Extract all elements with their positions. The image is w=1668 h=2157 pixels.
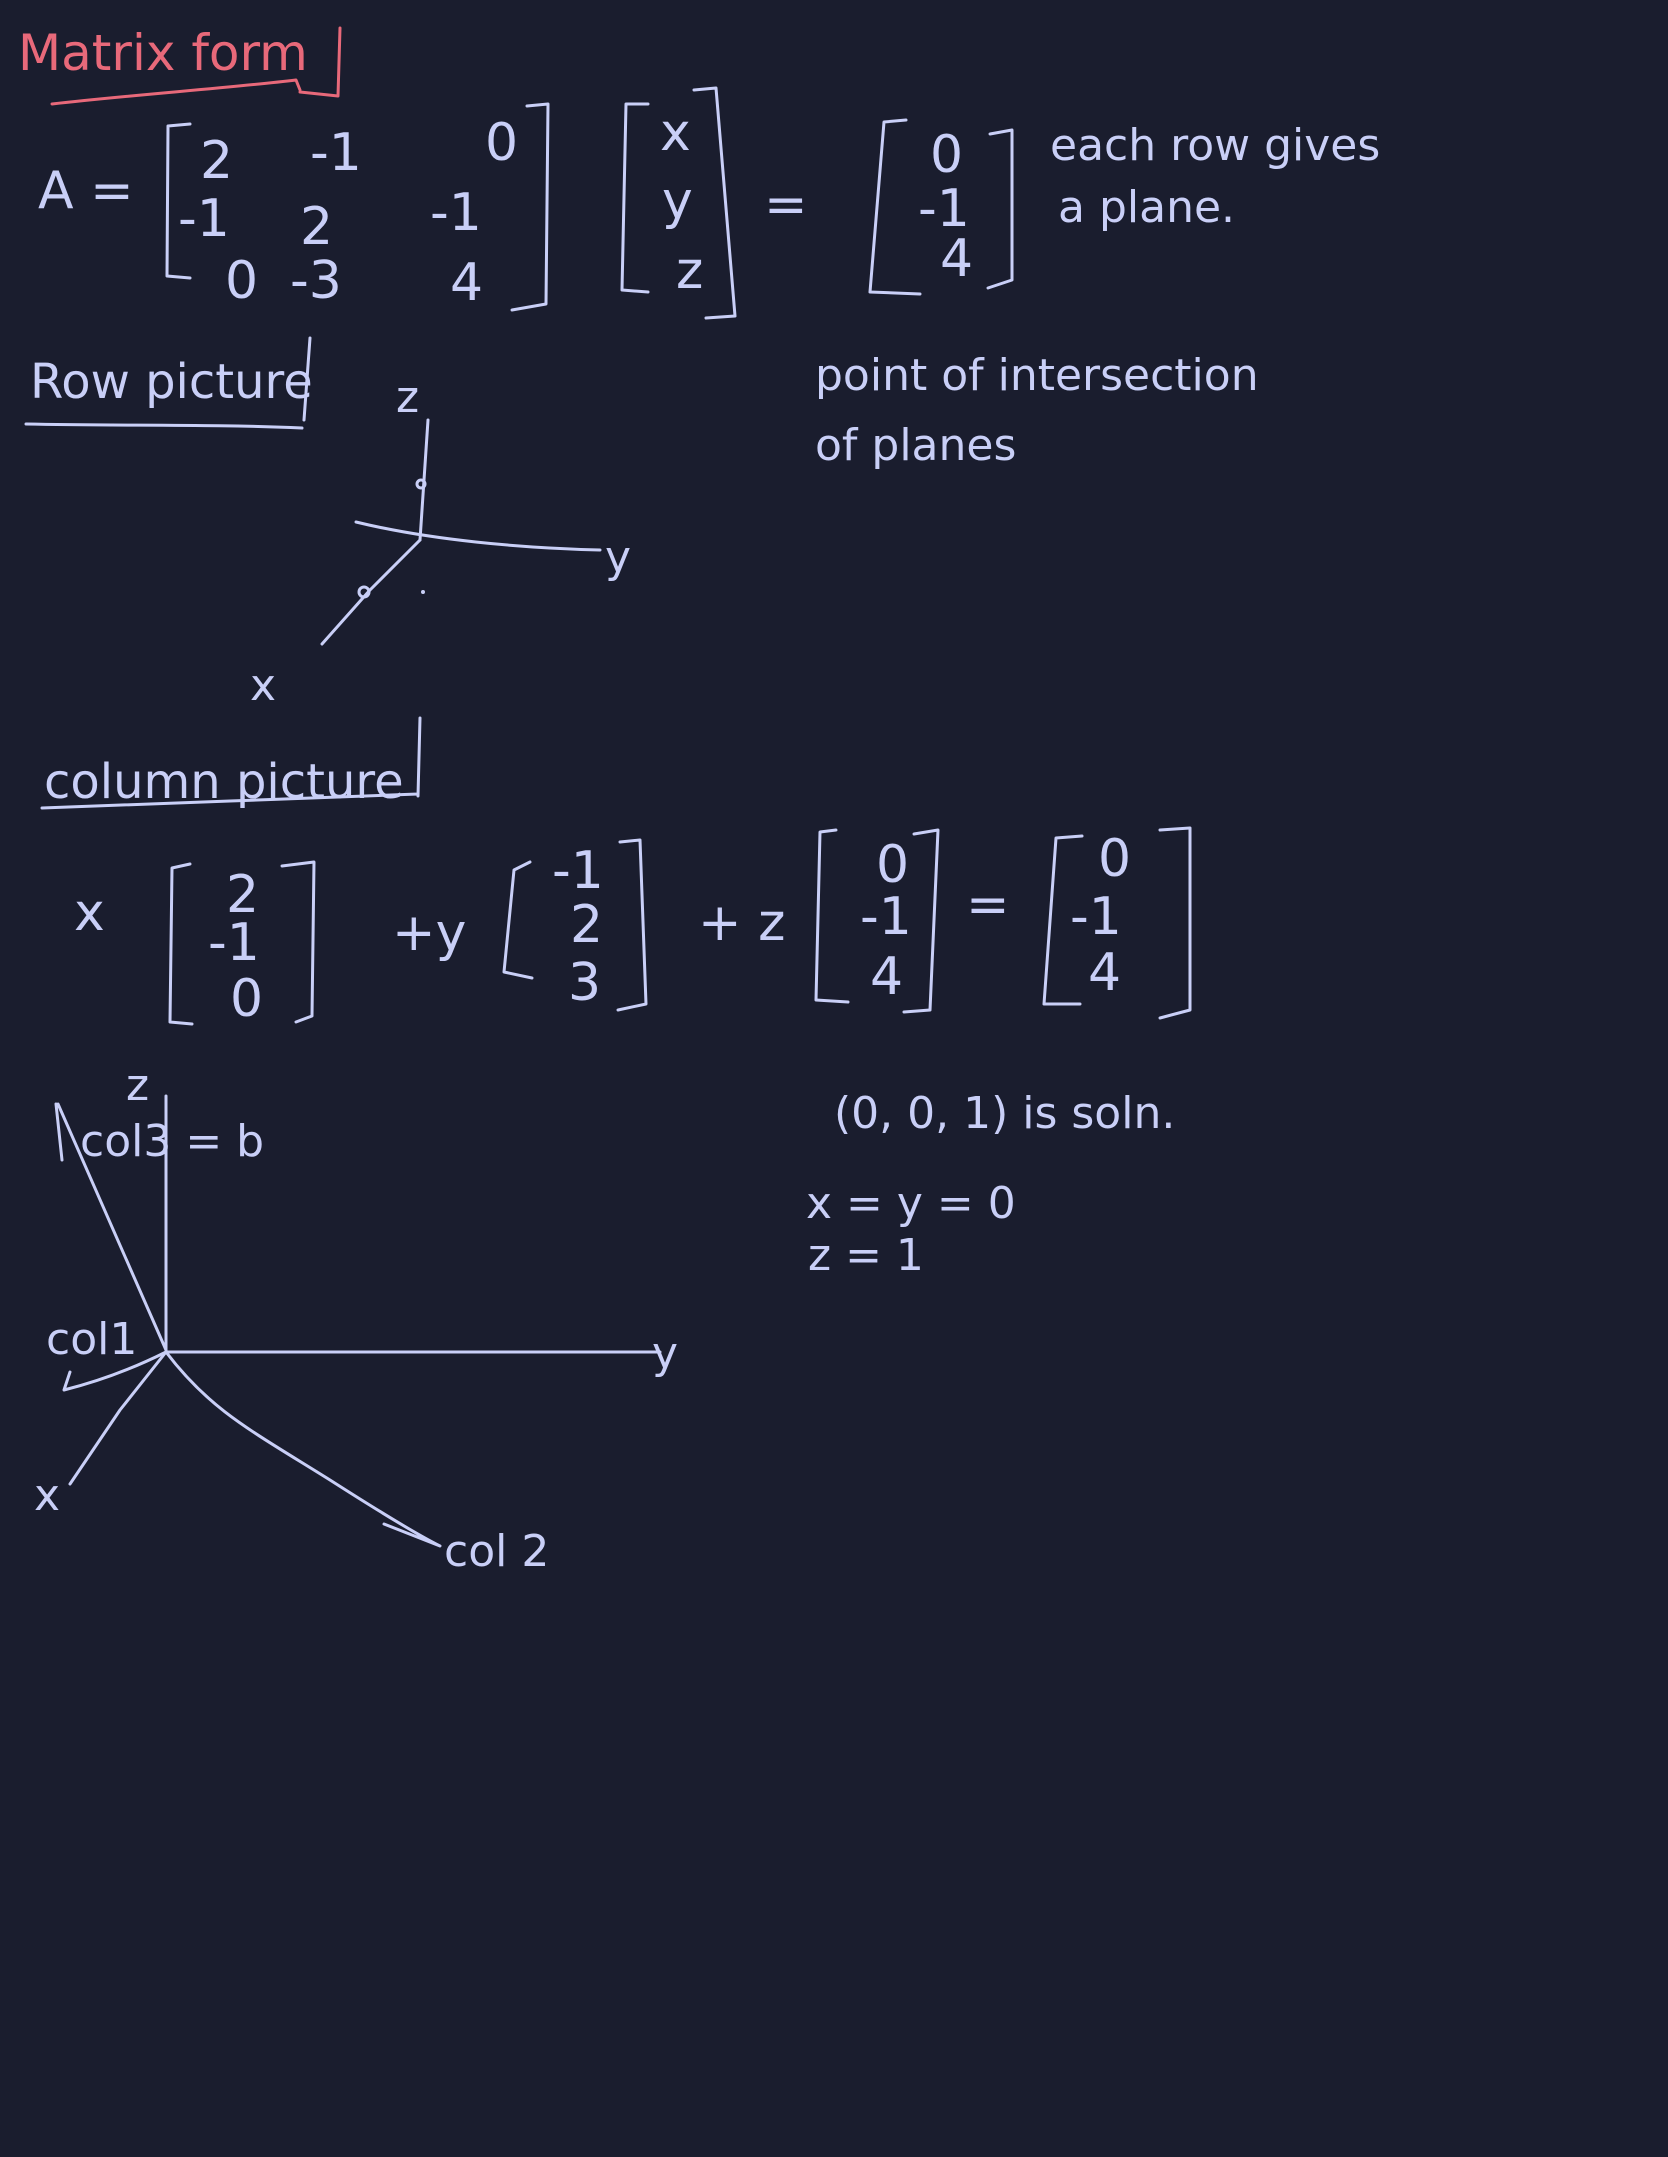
matrix-a23: -1 [430,183,482,243]
col2-left-bracket [502,860,534,980]
row-picture-title: Row picture [30,354,313,410]
matrix-a12: -1 [310,123,362,183]
col3-right-bracket [902,828,940,1014]
matrix-a32: -3 [290,251,342,311]
row-notes: each row gives a plane. point of interse… [815,120,1380,471]
matrix-right-bracket [510,102,550,312]
col1-right-bracket [280,860,316,1024]
matrix-a22: 2 [300,197,333,257]
note-of-planes: of planes [815,420,1016,471]
row-axis-z-label: z [396,372,419,423]
matrix-form-heading: Matrix form [18,24,342,106]
row-y-axis [354,520,602,552]
col-x-axis [68,1350,168,1486]
col3-vector [54,1102,168,1352]
col1-v1: 2 [226,865,259,925]
col1-vector-label: col1 [46,1314,137,1365]
col2-vector-label: col 2 [444,1526,549,1577]
matrix-equals: = [764,175,808,235]
col2-right-bracket [616,838,648,1012]
vector-left-bracket [620,102,650,294]
rhs2-right-bracket [1158,826,1192,1020]
rhs2-v3: 4 [1088,943,1121,1003]
rhs-b2: -1 [918,179,970,239]
row-picture-section: Row picture z y x [24,336,631,711]
rhs-left-bracket [868,118,922,296]
matrix-a21: -1 [178,189,230,249]
column-picture-section: column picture [40,716,422,810]
col1-vector [62,1350,168,1392]
col-eq-equals: = [966,875,1010,935]
col3-v2: -1 [860,887,912,947]
column-equation: x 2 -1 0 +y -1 2 3 + z 0 -1 4 = 0 -1 4 [74,826,1192,1029]
rhs2-v2: -1 [1070,887,1122,947]
col-axis-y-label: y [652,1328,678,1379]
matrix-form-underline [50,26,342,106]
matrix-a31: 0 [225,251,258,311]
note-point-of-intersection: point of intersection [815,350,1259,401]
matrix-left-bracket [165,122,192,280]
matrix-a33: 4 [450,253,483,313]
solution-notes: (0, 0, 1) is soln. x = y = 0 z = 1 [806,1088,1175,1281]
col2-v1: -1 [552,841,604,901]
col3-vector-label: col3 = b [80,1116,264,1167]
col3-left-bracket [814,828,850,1004]
column-picture-underline [40,716,422,810]
row-x-intercept [357,585,371,599]
row-picture-underline [24,336,312,430]
vector-y: y [662,171,693,231]
row-axis-y-label: y [605,532,631,583]
vector-z: z [676,241,703,301]
col3-v1: 0 [876,835,909,895]
rhs2-v1: 0 [1098,829,1131,889]
matrix-lhs: A = [38,161,134,221]
col-eq-plus-z: + z [698,893,785,953]
rhs-b1: 0 [930,125,963,185]
col2-v3: 3 [568,953,601,1013]
column-axes: z y x col3 = b col1 col 2 [34,1060,678,1577]
vector-right-bracket [692,86,737,320]
matrix-equation: A = 2 -1 0 -1 2 -1 0 -3 4 x y z = 0 -1 4 [38,86,1014,320]
rhs2-left-bracket [1042,834,1084,1006]
note-a-plane: a plane. [1058,182,1235,233]
matrix-form-title: Matrix form [18,24,308,82]
col-eq-x: x [74,883,105,943]
col-axis-x-label: x [34,1470,60,1521]
col2-vector [164,1350,442,1548]
col-axis-z-label: z [126,1060,149,1111]
matrix-a11: 2 [200,131,233,191]
row-dot [421,590,425,594]
note-each-row: each row gives [1050,120,1380,171]
col2-v2: 2 [570,895,603,955]
col1-v2: -1 [208,913,260,973]
matrix-a13: 0 [485,113,518,173]
row-z-intercept [415,478,427,490]
rhs-right-bracket [986,128,1014,290]
row-x-axis [320,538,422,646]
rhs-b3: 4 [940,229,973,289]
col3-v3: 4 [870,947,903,1007]
row-axis-x-label: x [250,660,276,711]
solution-line-2: x = y = 0 [806,1178,1016,1229]
vector-x: x [660,103,691,163]
col1-v3: 0 [230,969,263,1029]
solution-line-1: (0, 0, 1) is soln. [834,1088,1175,1139]
col1-left-bracket [168,862,194,1026]
solution-line-3: z = 1 [808,1230,924,1281]
col-eq-plus-y: +y [392,903,466,963]
